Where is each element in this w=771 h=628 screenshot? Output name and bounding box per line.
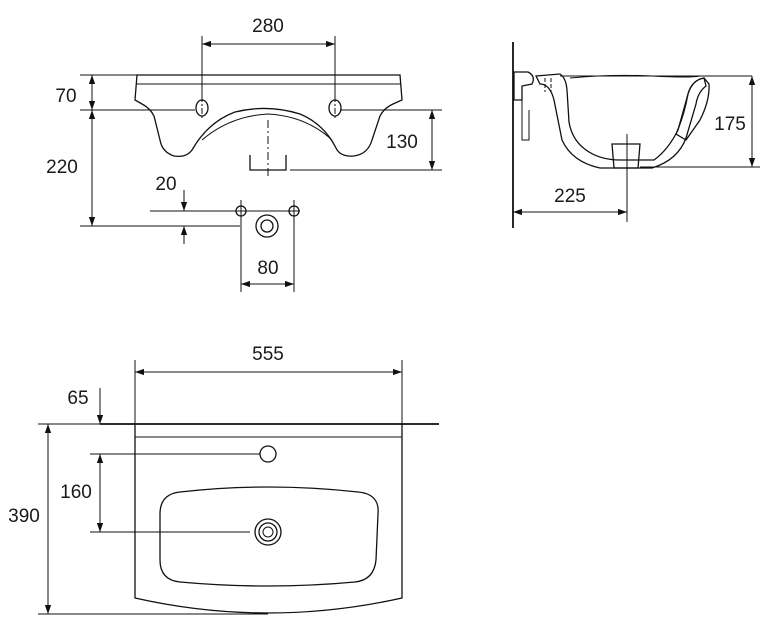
dim-depth: 175 bbox=[714, 114, 746, 135]
front-view: 280 70 220 130 20 80 bbox=[46, 16, 442, 292]
top-drain-inner bbox=[262, 526, 274, 538]
top-tap-hole bbox=[259, 445, 277, 463]
dim-drain-offset: 225 bbox=[554, 186, 586, 207]
dim-drain-from-back: 160 bbox=[60, 482, 92, 503]
waste-hole-outer bbox=[255, 214, 279, 238]
dim-bowl-depth: 130 bbox=[386, 132, 418, 153]
top-basin-outline bbox=[134, 424, 403, 614]
waste-hole-inner bbox=[260, 219, 274, 233]
dim-tap-spacing: 280 bbox=[252, 16, 284, 37]
side-view: 175 225 bbox=[512, 42, 760, 228]
dim-rim-height: 70 bbox=[55, 86, 76, 107]
front-basin-outline bbox=[134, 74, 403, 158]
wall-bracket bbox=[513, 71, 534, 101]
top-view: 555 65 160 390 bbox=[8, 344, 439, 615]
top-drain-outer bbox=[254, 518, 282, 546]
front-bowl-curve bbox=[201, 113, 333, 141]
top-bowl bbox=[159, 486, 379, 587]
dim-length: 390 bbox=[8, 506, 40, 527]
dim-width: 555 bbox=[252, 344, 284, 365]
dim-fixing-spacing: 80 bbox=[257, 258, 278, 279]
dim-overall-height: 220 bbox=[46, 157, 78, 178]
dim-fixing-offset: 20 bbox=[155, 174, 176, 195]
overflow-channel bbox=[675, 77, 710, 141]
dim-tap-from-back: 65 bbox=[67, 388, 88, 409]
top-drain-middle bbox=[258, 522, 278, 542]
side-drain bbox=[611, 143, 641, 169]
